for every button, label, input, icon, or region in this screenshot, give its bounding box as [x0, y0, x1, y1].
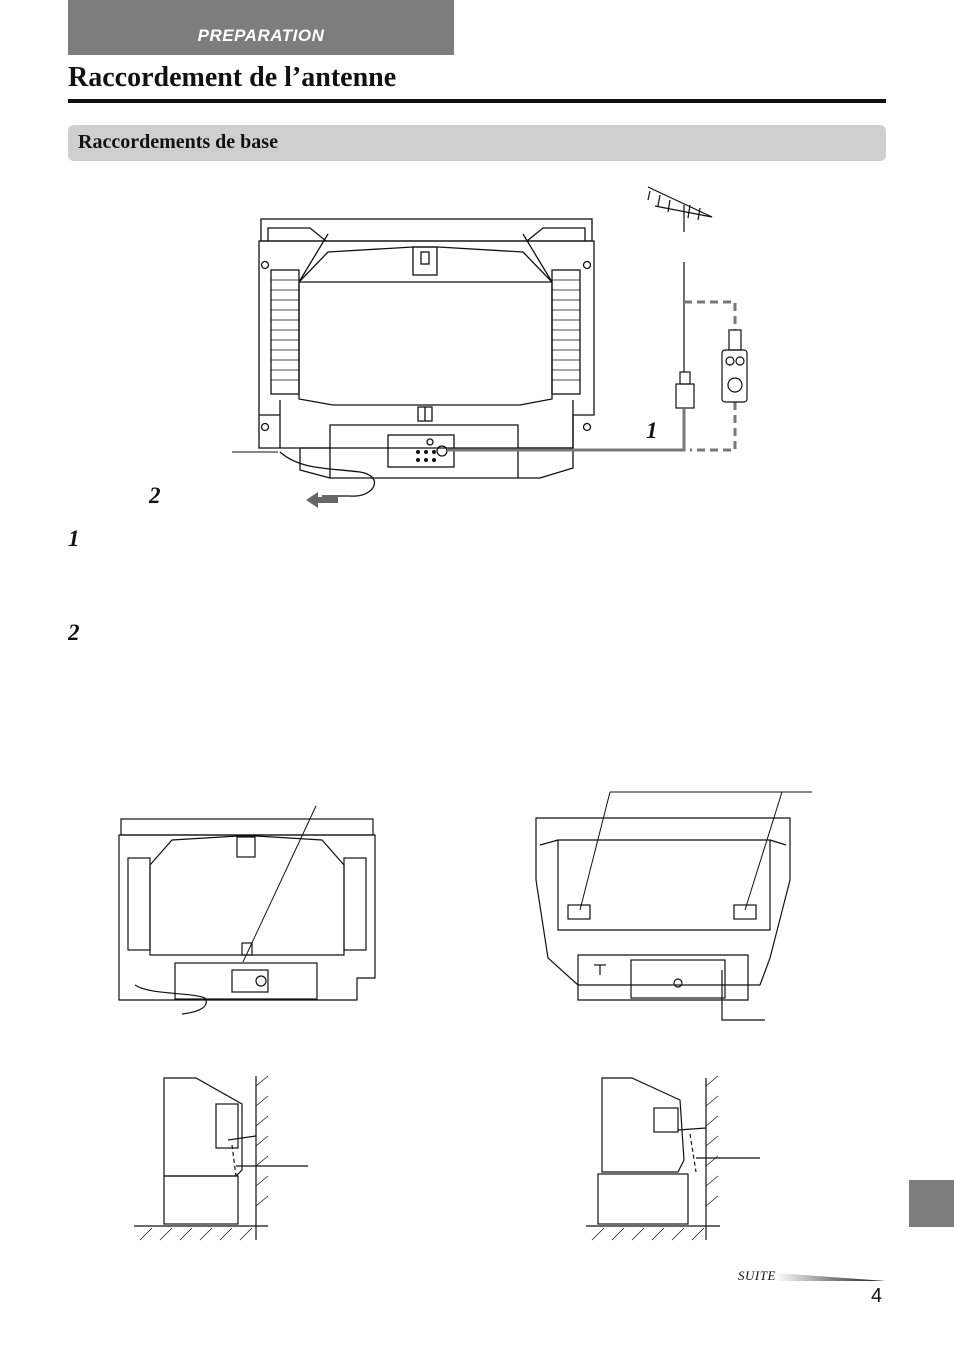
section-tab: PREPARATION	[68, 0, 454, 55]
page-number: 4	[871, 1285, 883, 1307]
side-tab	[909, 1180, 954, 1227]
subsection-bar	[68, 125, 886, 161]
title-rule	[68, 99, 886, 103]
continue-arrow-icon	[776, 1273, 886, 1281]
page-title: Raccordement de l’antenne	[68, 62, 397, 93]
step-1-number: 1	[68, 526, 80, 551]
antenna-connection-diagram: 1 2	[148, 186, 748, 508]
step-2-number: 2	[68, 620, 80, 645]
callout-2: 2	[148, 483, 161, 508]
continue-label: SUITE	[738, 1268, 776, 1283]
section-tab-label: PREPARATION	[197, 25, 325, 45]
callout-1: 1	[646, 418, 658, 443]
subsection-title: Raccordements de base	[78, 131, 278, 153]
